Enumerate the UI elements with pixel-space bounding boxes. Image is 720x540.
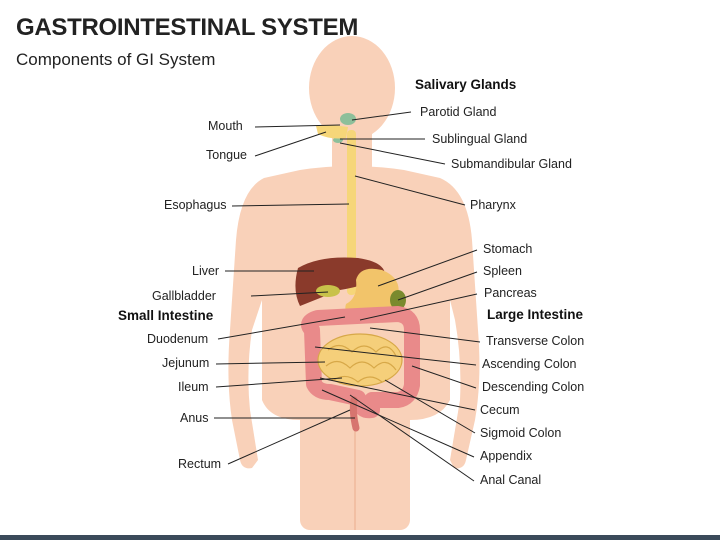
label-cecum: Cecum — [480, 403, 520, 417]
label-appendix: Appendix — [480, 449, 533, 463]
small-intestine — [317, 333, 403, 387]
label-tongue: Tongue — [206, 148, 248, 162]
left-leader-lines — [214, 124, 355, 465]
label-ileum: Ileum — [178, 380, 209, 394]
mouth-cavity — [316, 125, 348, 139]
esophagus — [347, 130, 356, 295]
label-liver: Liver — [192, 264, 220, 278]
label-stomach: Stomach — [483, 242, 533, 256]
gallbladder — [316, 285, 340, 297]
salivary-glands-heading: Salivary Glands — [415, 77, 517, 92]
label-anal-canal: Anal Canal — [480, 473, 542, 487]
label-gallbladder: Gallbladder — [152, 289, 216, 303]
label-spleen: Spleen — [483, 264, 522, 278]
label-rectum: Rectum — [178, 457, 222, 471]
label-sublingual-gland: Sublingual Gland — [432, 132, 528, 146]
label-mouth: Mouth — [208, 119, 243, 133]
label-duodenum: Duodenum — [147, 332, 209, 346]
label-parotid-gland: Parotid Gland — [420, 105, 497, 119]
label-esophagus: Esophagus — [164, 198, 227, 212]
label-sigmoid-colon: Sigmoid Colon — [480, 426, 562, 440]
label-pharynx: Pharynx — [470, 198, 516, 212]
small-intestine-heading: Small Intestine — [118, 308, 214, 323]
label-submandibular-gland: Submandibular Gland — [451, 157, 572, 171]
large-intestine-heading: Large Intestine — [487, 307, 584, 322]
label-pancreas: Pancreas — [484, 286, 537, 300]
page-subtitle: Components of GI System — [16, 50, 216, 69]
bottom-accent-bar — [0, 535, 720, 540]
label-ascending-colon: Ascending Colon — [482, 357, 577, 371]
right-leader-lines — [314, 111, 481, 482]
label-anus: Anus — [180, 411, 209, 425]
label-transverse-colon: Transverse Colon — [486, 334, 585, 348]
parotid-gland — [340, 113, 356, 125]
label-jejunum: Jejunum — [162, 356, 210, 370]
label-descending-colon: Descending Colon — [482, 380, 585, 394]
page-title: GASTROINTESTINAL SYSTEM — [16, 14, 359, 41]
rectum — [349, 396, 360, 432]
large-intestine — [301, 306, 420, 419]
stomach — [345, 268, 399, 318]
